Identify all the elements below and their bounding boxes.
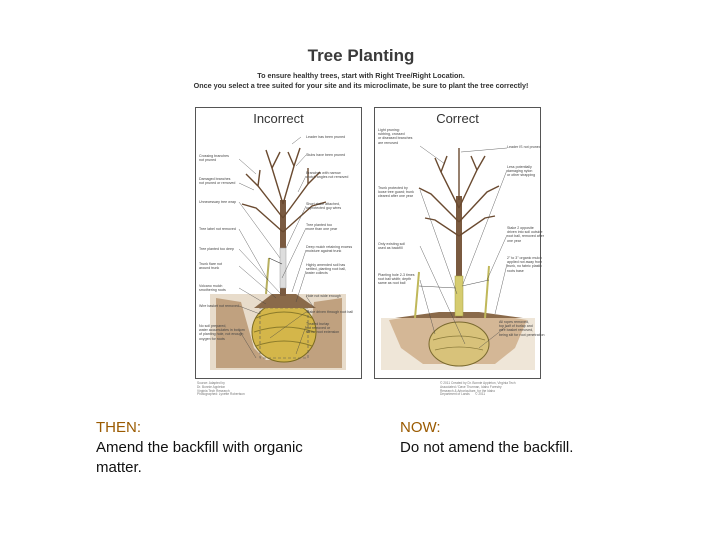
correct-panel: Correct Light pruning: rubbing, crossed … (374, 107, 541, 379)
incorrect-title: Incorrect (196, 111, 361, 126)
correct-label: Leader IS not pruned (507, 145, 541, 149)
incorrect-label: Unnecessary tree wrap (199, 200, 236, 204)
incorrect-label: Branches with narrow crotch angles not r… (306, 171, 348, 179)
incorrect-label: Tree planted too deep (199, 247, 234, 251)
correct-label: Trunk protected by loose tree guard; tru… (378, 186, 414, 199)
correct-title: Correct (375, 111, 540, 126)
then-text-line-1: Amend the backfill with organic (96, 438, 303, 458)
incorrect-label: Damaged branches not pruned or removed (199, 177, 235, 185)
incorrect-label: Stake driven through root ball (306, 310, 353, 314)
incorrect-label: Hole not wide enough (306, 294, 341, 298)
correct-label: Light pruning: rubbing, crossed or disea… (378, 128, 412, 145)
correct-label: Only existing soil used as backfill (378, 242, 405, 250)
incorrect-label: Crossing branches not pruned (199, 154, 229, 162)
incorrect-label: Short stake attached, unprotected guy wi… (306, 202, 341, 210)
then-caption: THEN: Amend the backfill with organic ma… (96, 418, 303, 478)
tree-planting-poster: Tree Planting To ensure healthy trees, s… (187, 44, 535, 400)
incorrect-label: Trunk flare not around trunk (199, 262, 222, 270)
now-heading: NOW: (400, 418, 573, 438)
correct-credit: © 2011 Created by Dr. Bonnie Appleton, V… (440, 382, 516, 397)
incorrect-label: Leader has been pruned (306, 135, 345, 139)
correct-label: Stake 2 opposite driven into soil outsid… (507, 226, 544, 243)
correct-label: Planting hole 2-3 times root ball width;… (378, 273, 415, 286)
then-text-line-2: matter. (96, 458, 303, 478)
correct-label: All ropes removed, top half of burlap an… (499, 320, 545, 337)
poster-subtitle-line-1: To ensure healthy trees, start with Righ… (187, 71, 535, 80)
correct-label: Less potentially damaging nylon or other… (507, 165, 535, 178)
incorrect-panel: Incorrect Leader has been pruned Crossin… (195, 107, 362, 379)
incorrect-label: Treated burlap not removed or slit for r… (306, 322, 339, 335)
incorrect-label: Volcano mulch smothering roots (199, 284, 226, 292)
incorrect-label: No soil prepared, water accumulates in b… (199, 324, 245, 341)
incorrect-label: Stubs have been pruned (306, 153, 345, 157)
incorrect-credit: Source: Adapted by Dr. Bonnie Appleton V… (197, 382, 245, 397)
now-text-line-1: Do not amend the backfill. (400, 438, 573, 458)
poster-subtitle-line-2: Once you select a tree suited for your s… (187, 81, 535, 90)
incorrect-label: Highly amended soil has settled, plantin… (306, 263, 346, 276)
poster-title: Tree Planting (187, 46, 535, 66)
now-caption: NOW: Do not amend the backfill. (400, 418, 573, 458)
incorrect-label: Tree planted too more than one year (306, 223, 337, 231)
incorrect-label: Deep mulch retaining excess moisture aga… (306, 245, 352, 253)
incorrect-label: Tree label not removed (199, 227, 236, 231)
correct-label: 2" to 3" organic mulch applied not away … (507, 256, 542, 273)
then-heading: THEN: (96, 418, 303, 438)
incorrect-label: Wire basket not removed (199, 304, 239, 308)
